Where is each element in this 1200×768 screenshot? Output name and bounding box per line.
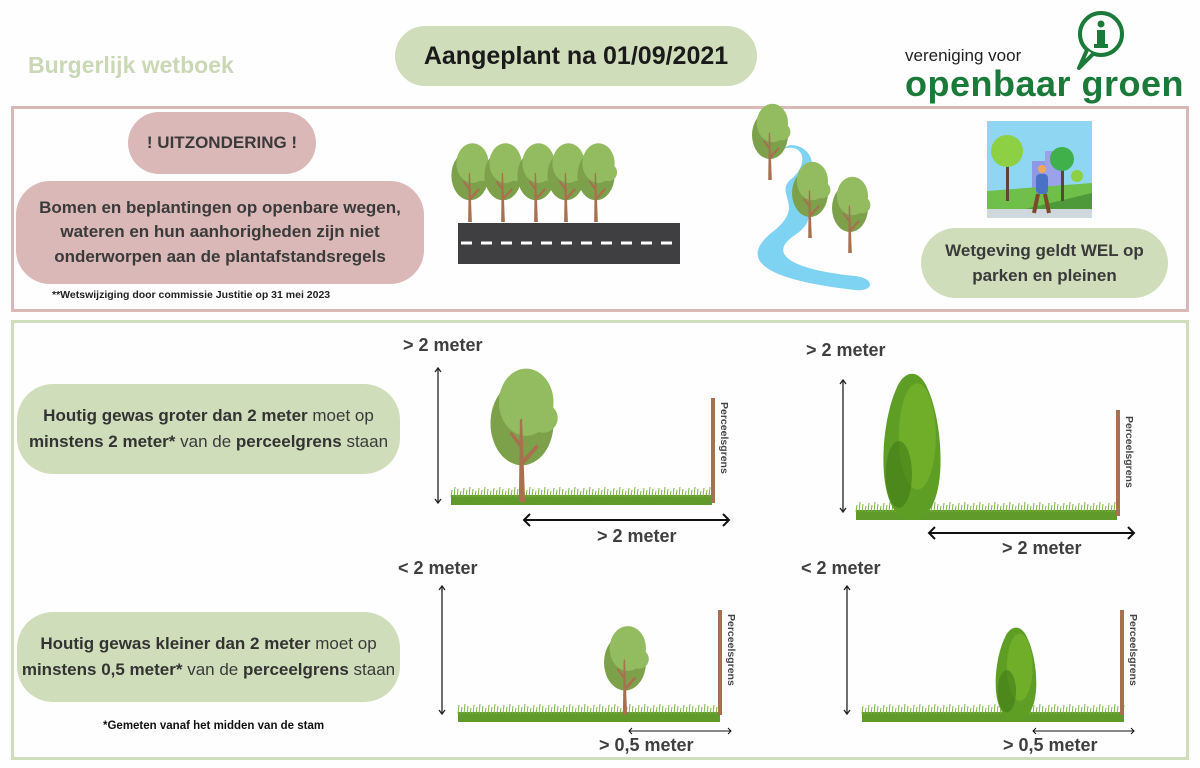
boundary-label: Perceelsgrens [1123, 416, 1135, 488]
exception-line: Bomen en beplantingen op openbare wegen, [39, 197, 401, 217]
height-arrow [839, 378, 847, 514]
rule-text-part: Houtig gewas kleiner dan 2 meter [40, 633, 311, 653]
rule-text-part: Houtig gewas groter dan 2 meter [43, 405, 308, 425]
distance-label: > 2 meter [1002, 538, 1082, 558]
rule-text-part: staan [341, 432, 389, 451]
rule-small-plants: Houtig gewas kleiner dan 2 meter moet op… [17, 612, 400, 702]
tree-icon [832, 176, 871, 253]
river-trees-illustration [752, 103, 871, 291]
distance-label: > 0,5 meter [599, 735, 694, 755]
rule-text-part: staan [348, 660, 396, 679]
distance-arrow [522, 513, 731, 527]
boundary-label: Perceelsgrens [718, 402, 730, 474]
park-rule-line: parken en pleinen [972, 266, 1117, 285]
distance-arrow [1032, 727, 1135, 735]
distance-arrow [628, 727, 732, 735]
rule-text-part: perceelgrens [242, 660, 349, 679]
boundary-post [1120, 610, 1124, 715]
rule-text-part: van de [182, 660, 243, 679]
distance-arrow [927, 526, 1136, 540]
rule-text-part: minstens 2 meter* [28, 432, 176, 451]
rule-text-part: moet op [307, 405, 374, 425]
height-label: < 2 meter [801, 558, 881, 578]
rules-frame [11, 320, 1189, 760]
exception-line: wateren en hun aanhorigheden zijn niet [60, 222, 380, 242]
boundary-label: Perceelsgrens [725, 614, 737, 686]
boundary-label: Perceelsgrens [1127, 614, 1139, 686]
tree-icon [490, 368, 558, 502]
height-label: > 2 meter [403, 335, 483, 355]
exception-badge: ! UITZONDERING ! [128, 112, 316, 174]
distance-label: > 2 meter [597, 526, 677, 546]
road-trees-illustration [451, 143, 680, 264]
height-label: > 2 meter [806, 340, 886, 360]
tree-icon [792, 161, 831, 238]
grass-strip [457, 703, 721, 722]
info-bubble-icon [1077, 11, 1124, 70]
boundary-post [718, 610, 722, 715]
grass-strip [450, 486, 712, 505]
header-label: Burgerlijk wetboek [28, 52, 234, 78]
logo-line2: openbaar groen [905, 63, 1185, 104]
rule-text-part: van de [175, 432, 236, 451]
footnote: *Gemeten vanaf het midden van de stam [103, 720, 325, 732]
boundary-post [1116, 410, 1120, 516]
exception-text: Bomen en beplantingen op openbare wegen,… [16, 181, 424, 284]
tree-icon [484, 143, 525, 222]
cypress-shrub-icon [883, 373, 941, 520]
boundary-post [711, 398, 715, 503]
tree-icon [752, 103, 791, 180]
tree-icon [517, 143, 558, 222]
logo-line1: vereniging voor [905, 46, 1022, 65]
logo: vereniging voor openbaar groen [905, 8, 1190, 104]
rule-large-plants: Houtig gewas groter dan 2 meter moet op … [17, 384, 400, 474]
exception-line: onderworpen aan de plantafstandsregels [54, 246, 386, 266]
tree-icon [451, 143, 492, 222]
tree-icon [577, 143, 618, 222]
page-title: Aangeplant na 01/09/2021 [395, 26, 757, 86]
park-rule-line: Wetgeving geldt WEL op [945, 240, 1144, 260]
tree-icon [604, 626, 649, 715]
park-rule-label: Wetgeving geldt WEL op parken en pleinen [921, 228, 1168, 298]
distance-label: > 0,5 meter [1003, 735, 1098, 755]
rule-text-part: perceelgrens [235, 432, 342, 451]
height-arrow [843, 584, 851, 716]
exception-note: **Wetswijziging door commissie Justitie … [52, 289, 331, 301]
cypress-shrub-icon [995, 627, 1037, 720]
rule-text-part: moet op [310, 633, 377, 653]
rule-text-part: minstens 0,5 meter* [21, 660, 183, 679]
park-walker-illustration [987, 121, 1092, 218]
height-arrow [438, 584, 446, 716]
grass-strip [861, 703, 1125, 722]
height-arrow [434, 366, 442, 505]
exception-frame [11, 106, 1189, 312]
height-label: < 2 meter [398, 558, 478, 578]
